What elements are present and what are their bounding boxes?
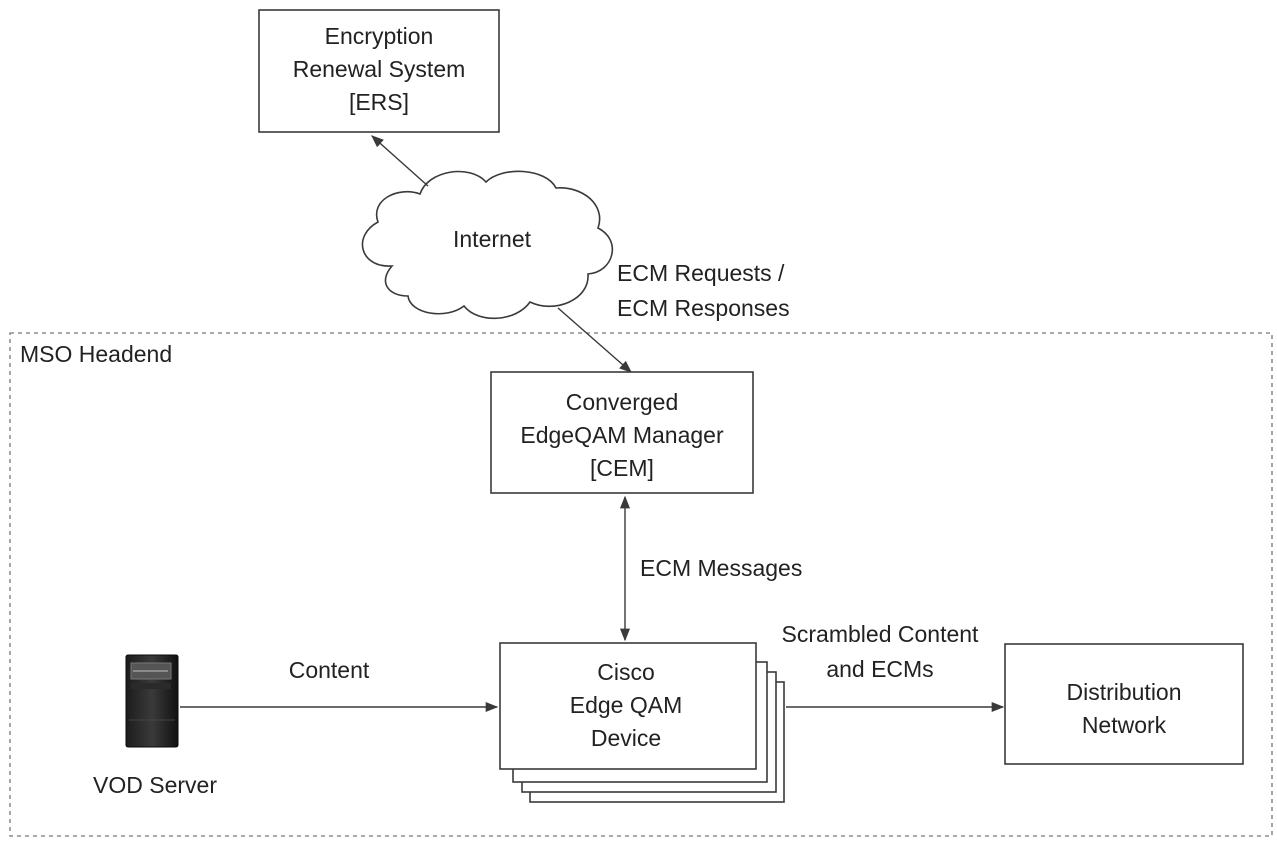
ers-label-line-2: Renewal System (293, 56, 466, 82)
internet-cloud-icon (361, 170, 614, 320)
ecm-requests-label-line-2: ECM Responses (617, 295, 790, 321)
ecm-messages-label: ECM Messages (640, 555, 802, 581)
distribution-network-box (1004, 643, 1244, 765)
distribution-label-line-1: Distribution (1066, 679, 1181, 705)
scrambled-label-line-1: Scrambled Content (782, 621, 979, 647)
content-label: Content (289, 657, 370, 683)
cem-box (490, 371, 754, 494)
cisco-label-line-1: Cisco (597, 659, 655, 685)
cisco-label-line-2: Edge QAM (570, 692, 683, 718)
cisco-label-line-3: Device (591, 725, 661, 751)
mso-headend-region (9, 332, 1273, 837)
internet-to-ers-arrow (371, 135, 429, 187)
cem-label-line-3: [CEM] (590, 455, 654, 481)
distribution-label-line-2: Network (1082, 712, 1167, 738)
internet-to-cem-arrow (557, 307, 632, 373)
internet-label: Internet (453, 226, 532, 252)
vod-server-icon (125, 654, 179, 748)
cem-label-line-1: Converged (566, 389, 679, 415)
ers-label-line-1: Encryption (325, 23, 434, 49)
vod-server-label: VOD Server (93, 772, 217, 798)
ers-label-line-3: [ERS] (349, 89, 409, 115)
ers-box (258, 9, 500, 133)
mso-headend-label: MSO Headend (20, 341, 172, 367)
cem-label-line-2: EdgeQAM Manager (520, 422, 724, 448)
cisco-edge-qam-box (499, 642, 757, 770)
scrambled-label-line-2: and ECMs (826, 656, 933, 682)
ecm-requests-label-line-1: ECM Requests / (617, 260, 785, 286)
